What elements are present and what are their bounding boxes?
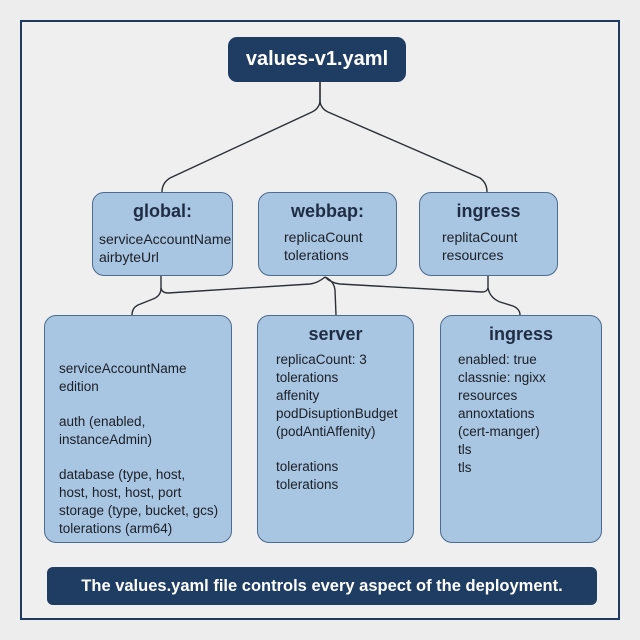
node-title: server [308,324,363,344]
footer-banner: The values.yaml file controls every aspe… [47,567,597,605]
connector-root-global [161,82,321,193]
node-items: enabled: true classnie: ngixx resources … [458,351,601,477]
item: enabled: true [458,352,537,367]
connector-global-left [131,276,162,316]
connector-webbap-server [324,276,337,316]
spacer [59,449,231,466]
item: (podAntiAffenity) [276,424,376,439]
node-ingress: ingress replitaCount resources [419,192,558,276]
item: auth (enabled, [59,414,146,429]
item: resources [442,247,504,263]
item: tolerations (arm64) [59,521,173,536]
node-ingress-details: ingress enabled: true classnie: ngixx re… [440,315,602,543]
item: classnie: ngixx [458,370,546,385]
item: tls [458,460,472,475]
node-global-details: serviceAccountName edition auth (enabled… [44,315,232,543]
item: tolerations [276,459,339,474]
item: tolerations [284,247,349,263]
item: (cert-manger) [458,424,540,439]
item: replitaCount [442,229,518,245]
connector-webbap-ingress [324,276,489,293]
node-title: ingress [488,324,554,344]
item: airbyteUrl [99,249,159,265]
item: tolerations [276,477,339,492]
node-items: serviceAccountName edition auth (enabled… [59,360,231,538]
connector-global-webbap [160,276,326,294]
spacer [59,396,231,413]
node-webbap: webbap: replicaCount tolerations [258,192,397,276]
item: edition [59,379,99,394]
node-server: server replicaCount: 3 tolerations affen… [257,315,414,543]
item: serviceAccountName [59,361,187,376]
node-items: replicaCount: 3 tolerations affenity pod… [276,351,413,494]
node-title: ingress [456,201,521,221]
item: affenity [276,388,320,403]
spacer [276,441,413,458]
node-title: webbap: [290,201,364,221]
item: serviceAccountName [99,231,232,247]
item: resources [458,388,518,403]
item: tls [458,442,472,457]
root-label: values-v1.yaml [245,48,389,70]
footer-text: The values.yaml file controls every aspe… [81,576,563,595]
item: replicaCount [284,229,363,245]
item: replicaCount: 3 [276,352,367,367]
item: storage (type, bucket, gcs) [59,503,219,518]
connector-root-ingress [319,82,488,193]
item: database (type, host, [59,467,186,482]
node-global: global: serviceAccountName airbyteUrl [92,192,233,276]
item: tolerations [276,370,339,385]
node-title: global: [133,201,192,221]
node-items: serviceAccountName airbyteUrl [99,230,232,266]
item: annoxtations [458,406,535,421]
root-node: values-v1.yaml [228,37,406,82]
connector-ingress-ingress2 [487,287,521,316]
item: host, host, host, port [59,485,182,500]
item: podDisuptionBudget [276,406,398,421]
node-items: replicaCount tolerations [284,228,396,264]
node-items: replitaCount resources [442,228,557,264]
item: instanceAdmin) [59,432,153,447]
